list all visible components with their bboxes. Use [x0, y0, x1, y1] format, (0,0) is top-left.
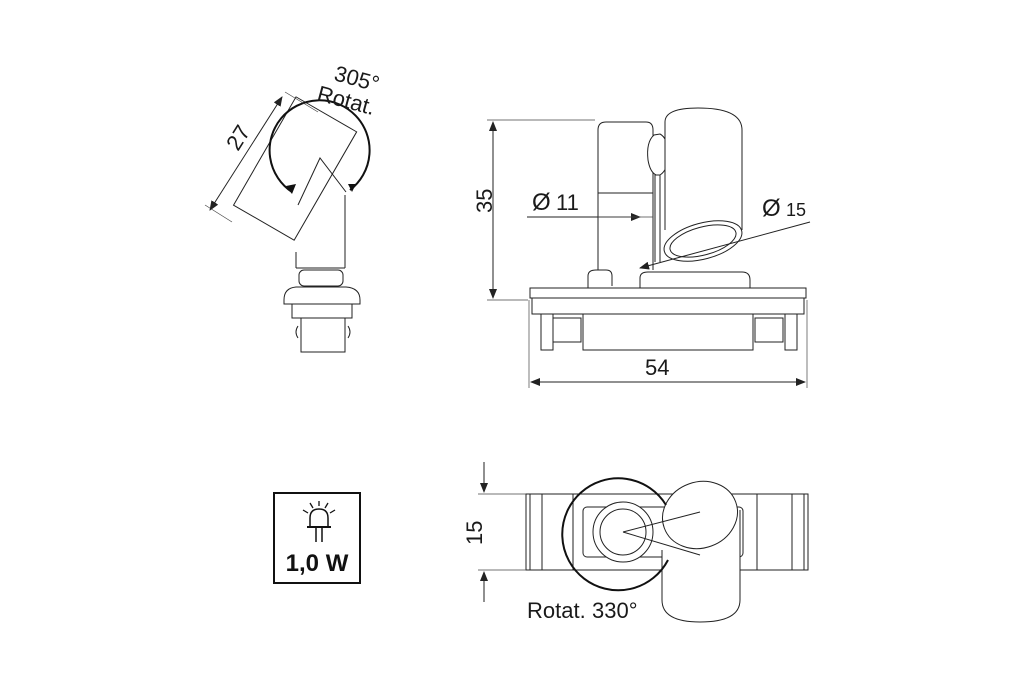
mount-flange [283, 286, 361, 305]
dim-27-label: 27 [221, 121, 255, 155]
small-cylinder [597, 121, 654, 270]
dim-15-label: 15 [786, 200, 806, 220]
dim-11-label: 11 [556, 190, 579, 215]
dim-15-depth-label: 15 [462, 521, 487, 545]
dim-54-label: 54 [645, 355, 669, 380]
dim-15-symbol: Ø [762, 195, 781, 222]
lamp-head-body [232, 96, 358, 241]
base-plate-top [529, 287, 807, 299]
side-view: 27 305° Rotat. [204, 61, 382, 353]
dim-35-label: 35 [472, 189, 497, 213]
power-badge: 1,0 W [273, 492, 361, 584]
rotation-330-label: Rotat. [527, 598, 586, 623]
large-cylinder [664, 107, 743, 230]
rotation-arc-330 [561, 477, 669, 592]
base-body [582, 313, 754, 351]
top-view: 15 Rotat. 330° [462, 462, 809, 623]
led-bulb-icon [302, 501, 336, 542]
power-label: 1,0 W [285, 550, 349, 577]
front-view: 35 Ø 11 Ø 15 54 [472, 107, 811, 388]
rotation-330-angle: 330° [592, 598, 638, 623]
plug [300, 317, 346, 353]
dim-11-symbol: Ø [532, 189, 551, 216]
